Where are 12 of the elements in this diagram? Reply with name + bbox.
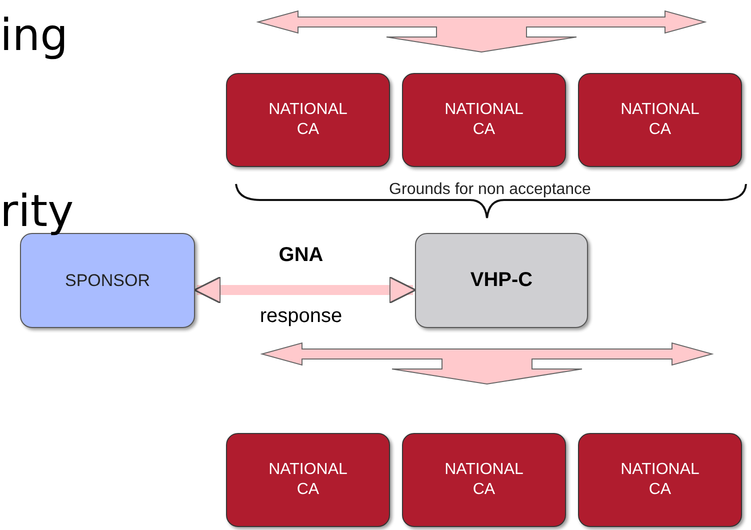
authority-box: NATIONAL CA	[226, 433, 390, 527]
double-arrow	[194, 276, 416, 304]
arrow-caption: response	[258, 304, 344, 329]
slide-text: ing	[0, 9, 70, 63]
authority-box: NATIONAL CA	[578, 433, 742, 527]
brace-label: Grounds for non acceptance	[388, 180, 592, 200]
hub-box: VHP-C	[415, 233, 588, 328]
authority-box: NATIONAL CA	[578, 73, 742, 167]
authority-box: NATIONAL CA	[402, 73, 566, 167]
edge-label: GNA	[278, 243, 324, 268]
authority-box: NATIONAL CA	[226, 73, 390, 167]
authority-box: NATIONAL CA	[402, 433, 566, 527]
